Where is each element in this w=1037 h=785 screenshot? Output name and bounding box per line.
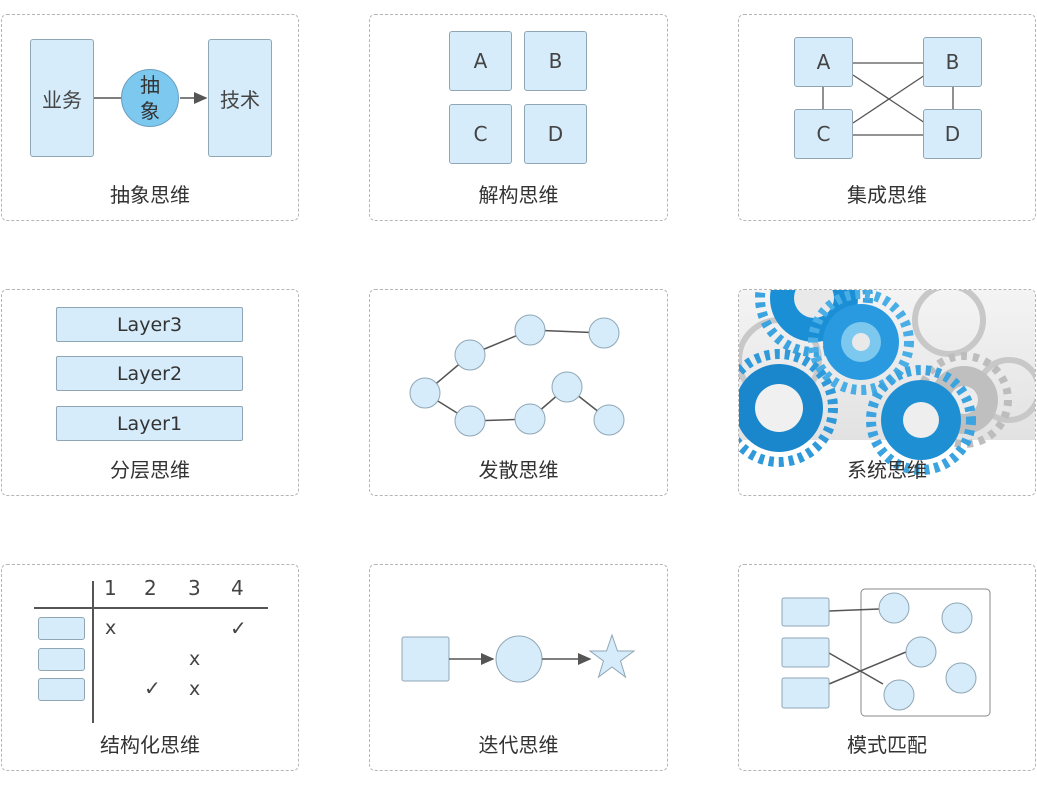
matrix-mark: x (189, 678, 201, 700)
abstract-circle: 抽 象 (121, 69, 179, 127)
card-title: 分层思维 (110, 458, 190, 482)
card-title: 集成思维 (847, 183, 927, 207)
matrix-mark: x (189, 648, 201, 670)
card-abstract-thinking: 业务 技术 抽 象 抽象思维 (1, 14, 299, 221)
card-title: 抽象思维 (110, 183, 190, 207)
iterative-flow (401, 633, 636, 683)
card-title: 迭代思维 (478, 733, 559, 757)
box-c: C (449, 104, 512, 164)
card-title: 模式匹配 (847, 733, 927, 757)
column-header: 4 (231, 576, 244, 600)
box-a-label: A (473, 49, 488, 73)
box-b: B (923, 37, 982, 87)
layer-3-label: Layer3 (116, 313, 183, 336)
integrate-links (822, 62, 954, 136)
layer-2-label: Layer2 (116, 362, 183, 385)
box-b-label: B (945, 50, 960, 74)
card-title: 解构思维 (478, 183, 559, 207)
abstract-circle-line1: 抽 (140, 73, 160, 97)
card-layered-thinking: Layer3 Layer2 Layer1 分层思维 (1, 289, 299, 496)
node-circle (551, 371, 583, 403)
abstract-circle-line2: 象 (140, 99, 160, 123)
box-c-label: C (816, 122, 831, 146)
matrix-mark: ✓ (230, 616, 247, 640)
card-decompose-thinking: A B C D 解构思维 (369, 14, 668, 221)
box-a: A (794, 37, 853, 87)
card-integrate-thinking: A B C D 集成思维 (738, 14, 1036, 221)
matrix-mark: x (105, 617, 117, 639)
box-d-label: D (944, 122, 961, 146)
layer-3: Layer3 (56, 307, 243, 342)
box-b-label: B (548, 49, 563, 73)
source-box (781, 597, 830, 627)
box-c-label: C (473, 122, 488, 146)
pattern-diagram (781, 588, 991, 717)
column-header: 2 (144, 576, 157, 600)
business-label: 业务 (42, 87, 82, 112)
box-d: D (524, 104, 587, 164)
target-circle (878, 592, 910, 624)
node-circle (588, 317, 620, 349)
layer-1-label: Layer1 (116, 412, 183, 435)
technology-box: 技术 (208, 39, 272, 157)
column-header: 3 (188, 576, 201, 600)
card-title: 发散思维 (478, 458, 559, 482)
row-box (38, 648, 85, 671)
box-a: A (449, 31, 512, 91)
divergent-graph (409, 314, 625, 437)
node-circle (454, 339, 486, 371)
layer-1: Layer1 (56, 406, 243, 441)
box-d-label: D (547, 122, 564, 146)
target-circle (941, 602, 973, 634)
target-circle (883, 679, 915, 711)
business-box: 业务 (30, 39, 94, 157)
card-iterative-thinking: 迭代思维 (369, 564, 668, 771)
process-circle (495, 635, 543, 683)
technology-label: 技术 (220, 87, 260, 112)
card-title: 系统思维 (847, 458, 927, 482)
structured-matrix (34, 581, 268, 723)
card-system-thinking: 系统思维 (738, 289, 1036, 496)
node-circle (514, 403, 546, 435)
column-header: 1 (104, 576, 117, 600)
card-divergent-thinking: 发散思维 (369, 289, 668, 496)
star-icon (588, 633, 636, 679)
node-circle (409, 377, 441, 409)
source-box (781, 677, 830, 709)
node-circle (593, 404, 625, 436)
gears-image (739, 290, 1035, 475)
matrix-mark: ✓ (144, 676, 161, 700)
box-c: C (794, 109, 853, 159)
start-square (401, 636, 450, 682)
card-structured-thinking: 1 2 3 4 x ✓ x ✓ x 结构化思维 (1, 564, 299, 771)
source-box (781, 637, 830, 668)
node-circle (454, 405, 486, 437)
layer-2: Layer2 (56, 356, 243, 391)
target-circle (905, 636, 937, 668)
box-b: B (524, 31, 587, 91)
box-d: D (923, 109, 982, 159)
box-a-label: A (816, 50, 831, 74)
card-pattern-matching: 模式匹配 (738, 564, 1036, 771)
row-box (38, 617, 85, 640)
abstract-connector (94, 92, 208, 104)
node-circle (514, 314, 546, 346)
target-circle (945, 662, 977, 694)
row-box (38, 678, 85, 701)
card-title: 结构化思维 (100, 733, 200, 757)
